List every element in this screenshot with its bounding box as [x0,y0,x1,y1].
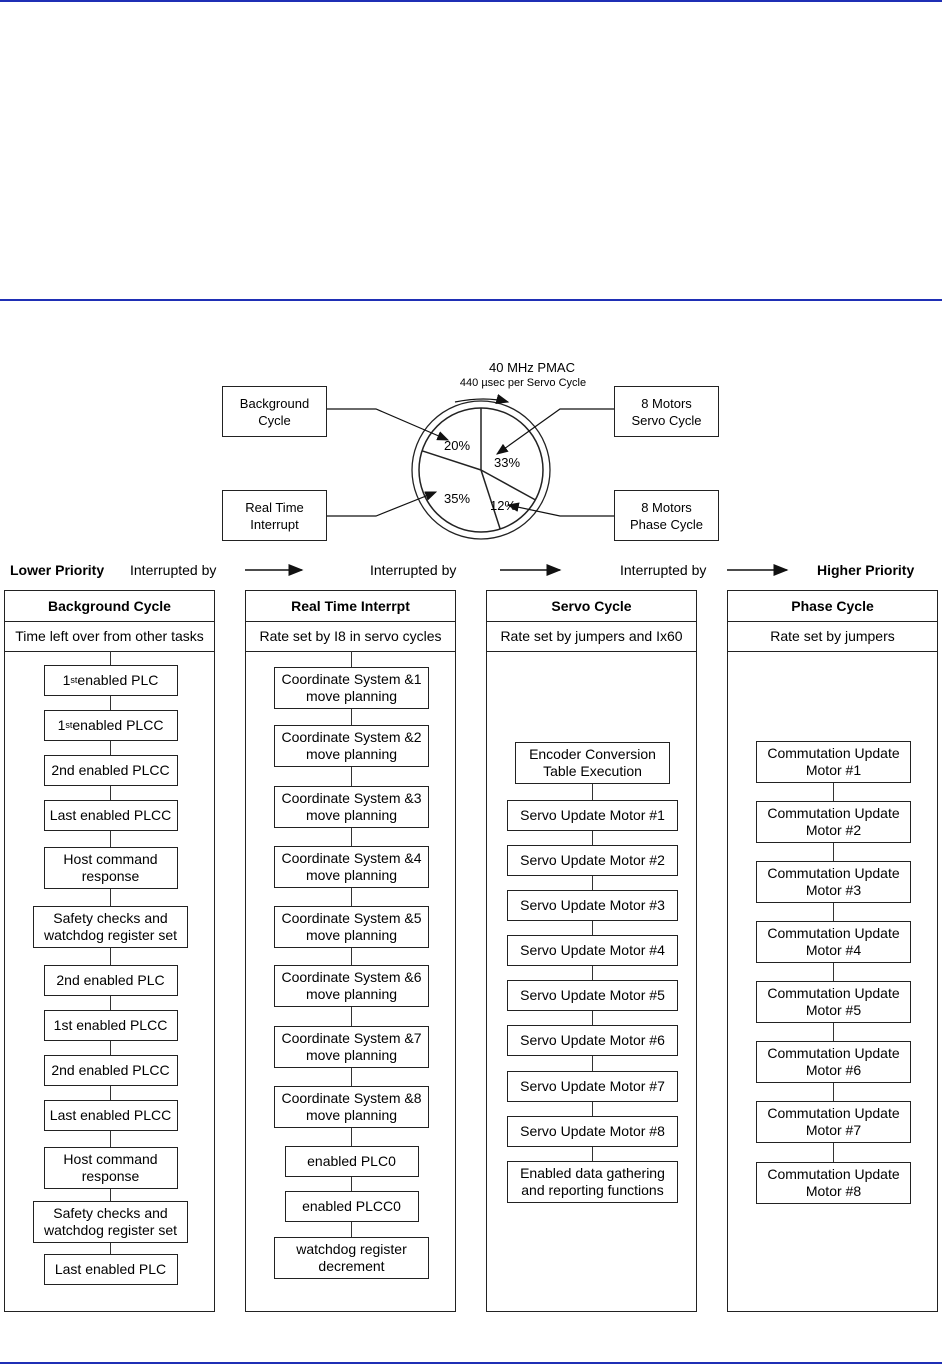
task-box: Last enabled PLC [43,1254,178,1285]
pie-slice-divider [421,450,482,471]
callout-line-servo [496,408,614,455]
column-title: Servo Cycle [487,591,696,622]
pie-title-line2: 440 µsec per Servo Cycle [460,377,586,389]
column-subtitle: Rate set by jumpers and Ix60 [487,621,696,652]
task-box: Host command response [43,847,178,889]
task-box: Commutation Update Motor #5 [756,981,911,1023]
task-box: Commutation Update Motor #1 [756,741,911,783]
callout-background-cycle: Background Cycle [222,386,327,437]
section-rule [0,299,942,301]
task-box: enabled PLC0 [284,1146,419,1177]
column-subtitle: Time left over from other tasks [5,621,214,652]
flow-connector-line [832,741,835,1204]
callout-line-background [327,408,450,441]
lower-priority-label: Lower Priority [10,562,105,578]
callout-line-phase [506,502,614,517]
pie-title-line1: 40 MHz PMAC [489,360,575,375]
interrupted-by-1: Interrupted by [130,562,217,578]
pie-label-33: 33% [494,455,520,470]
column-subtitle: Rate set by jumpers [728,621,937,652]
task-box: enabled PLCC0 [284,1191,419,1222]
task-box: 1st enabled PLCC [43,1010,178,1041]
task-box: Servo Update Motor #4 [507,935,678,966]
task-box: Servo Update Motor #8 [507,1116,678,1147]
flow-connector-line [591,742,594,1203]
priority-arrows [245,564,789,576]
task-box: Enabled data gathering and reporting fun… [507,1161,678,1203]
pie-outer-ring [411,400,551,540]
column-title: Phase Cycle [728,591,937,622]
pie-label-20: 20% [444,438,470,453]
callout-real-time-interrupt: Real Time Interrupt [222,490,327,541]
task-box: Coordinate System &4 move planning [274,846,429,888]
callout-servo-cycle: 8 Motors Servo Cycle [614,386,719,437]
task-box: Coordinate System &2 move planning [274,725,429,767]
pie-slice-divider [480,469,501,530]
rotation-arrow [454,394,510,405]
task-box: Commutation Update Motor #2 [756,801,911,843]
task-box: 2nd enabled PLCC [43,755,178,786]
task-box: Servo Update Motor #5 [507,980,678,1011]
task-box: Commutation Update Motor #8 [756,1162,911,1204]
pie-diagram: 40 MHz PMAC 440 µsec per Servo Cycle 20%… [327,360,614,540]
task-box: Servo Update Motor #3 [507,890,678,921]
task-box: watchdog register decrement [274,1237,429,1279]
task-box: Servo Update Motor #6 [507,1025,678,1056]
task-box: Host command response [43,1147,178,1189]
task-box: Coordinate System &7 move planning [274,1026,429,1068]
task-box: Coordinate System &5 move planning [274,906,429,948]
task-box: Last enabled PLCC [43,800,178,831]
task-box: Servo Update Motor #1 [507,800,678,831]
task-box: Commutation Update Motor #4 [756,921,911,963]
task-box: 2nd enabled PLC [43,965,178,996]
column-subtitle: Rate set by I8 in servo cycles [246,621,455,652]
higher-priority-label: Higher Priority [817,562,915,578]
task-box: 2nd enabled PLCC [43,1055,178,1086]
task-box: Coordinate System &8 move planning [274,1086,429,1128]
task-box: Safety checks and watchdog register set [33,1201,188,1243]
interrupted-by-3: Interrupted by [620,562,707,578]
column-title: Real Time Interrpt [246,591,455,622]
task-box: Servo Update Motor #7 [507,1071,678,1102]
task-box: Commutation Update Motor #3 [756,861,911,903]
footer-rule [0,1362,942,1364]
task-box: Servo Update Motor #2 [507,845,678,876]
task-box: Commutation Update Motor #7 [756,1101,911,1143]
task-box: Last enabled PLCC [43,1100,178,1131]
header-rule [0,0,942,2]
task-box: Encoder Conversion Table Execution [515,742,670,784]
column-title: Background Cycle [5,591,214,622]
task-box: Coordinate System &6 move planning [274,965,429,1007]
task-box: Coordinate System &3 move planning [274,786,429,828]
interrupted-by-2: Interrupted by [370,562,457,578]
callout-line-realtime [327,491,438,517]
task-box: Commutation Update Motor #6 [756,1041,911,1083]
task-box: Coordinate System &1 move planning [274,667,429,709]
callout-phase-cycle: 8 Motors Phase Cycle [614,490,719,541]
pie-slice-divider [480,469,536,501]
task-box: Safety checks and watchdog register set [33,906,188,948]
pie-label-35: 35% [444,491,470,506]
